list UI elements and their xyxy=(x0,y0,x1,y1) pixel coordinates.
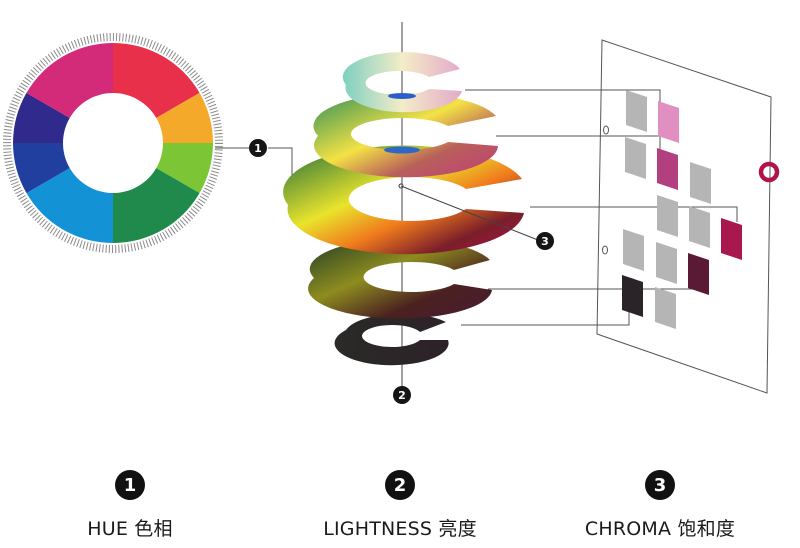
legend-lightness: 2 LIGHTNESS 亮度 xyxy=(305,470,495,541)
swatch-plum xyxy=(688,253,709,295)
marker-lightness: 2 xyxy=(393,386,411,404)
legend-number-chroma: 3 xyxy=(645,470,675,500)
swatch-light-pink xyxy=(658,101,679,143)
legend-number-lightness: 2 xyxy=(385,470,415,500)
lightness-stack xyxy=(283,22,539,386)
legend-number-hue: 1 xyxy=(115,470,145,500)
swatch-crimson xyxy=(721,218,742,260)
marker-chroma: 3 xyxy=(536,232,554,250)
swatch-near-black xyxy=(622,275,643,317)
accent-ring-icon xyxy=(758,161,780,183)
tick-ring xyxy=(3,33,223,253)
legend-chroma: 3 CHROMA 饱和度 xyxy=(565,470,755,541)
legend-label-hue: HUE 色相 xyxy=(87,518,173,540)
legend-hue: 1 HUE 色相 xyxy=(60,470,200,541)
legend-label-lightness: LIGHTNESS 亮度 xyxy=(323,518,477,540)
legend-label-chroma: CHROMA 饱和度 xyxy=(584,518,736,540)
chroma-plane xyxy=(596,39,780,394)
swatch-magenta xyxy=(657,148,678,190)
marker-hue: 1 xyxy=(249,139,267,157)
